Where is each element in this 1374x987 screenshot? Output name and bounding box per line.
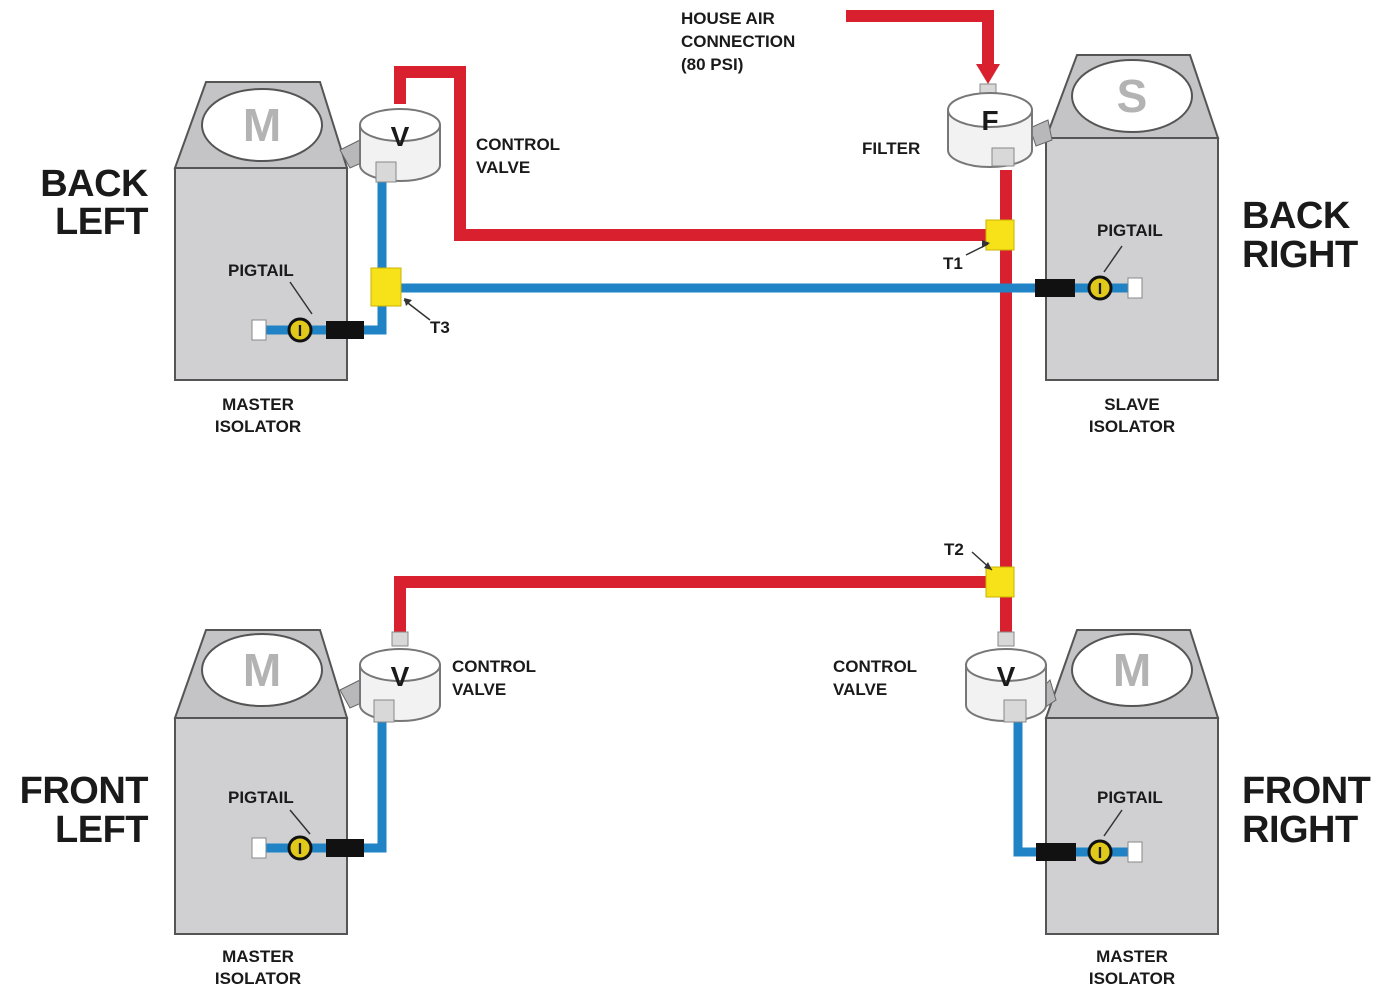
valve-front-right: V (965, 631, 1047, 723)
label-back-left-2: LEFT (55, 201, 148, 243)
isolator-back-right: S (1044, 54, 1220, 381)
label-back-right-2: RIGHT (1242, 234, 1358, 276)
label-pigtail-bl: PIGTAIL (228, 261, 294, 280)
valve-icon: V (391, 121, 410, 152)
label-control-valve-fl-1: CONTROL (452, 657, 536, 676)
tee-t2 (985, 566, 1015, 598)
valve-icon: V (997, 661, 1016, 692)
label-master-fr-2: ISOLATOR (1089, 969, 1175, 987)
svg-text:I: I (1098, 281, 1102, 298)
label-control-valve-fr-2: VALVE (833, 680, 887, 699)
label-control-valve-fl-2: VALVE (452, 680, 506, 699)
label-control-valve-bl-2: VALVE (476, 158, 530, 177)
isolator-letter-m: M (243, 644, 281, 696)
pigtail-icon (287, 835, 313, 861)
label-t3: T3 (430, 318, 450, 337)
label-control-valve-fr-1: CONTROL (833, 657, 917, 676)
label-front-left-1: FRONT (20, 770, 149, 812)
isolator-front-left: M (173, 629, 349, 935)
label-t2: T2 (944, 540, 964, 559)
label-control-valve-bl-1: CONTROL (476, 135, 560, 154)
label-master-bl-1: MASTER (222, 395, 294, 414)
isolator-front-right: M (1044, 629, 1220, 935)
label-back-right-1: BACK (1242, 195, 1351, 237)
valve-back-left: V (359, 108, 441, 183)
svg-text:I: I (1098, 845, 1102, 862)
label-house-air-3: (80 PSI) (681, 55, 743, 74)
leader-pigtail-bl (289, 281, 313, 315)
label-master-bl-2: ISOLATOR (215, 417, 301, 436)
leader-pigtail-fr (1103, 809, 1123, 837)
label-filter: FILTER (862, 139, 920, 158)
label-master-fl-1: MASTER (222, 947, 294, 966)
tee-fittings (370, 219, 1015, 598)
label-pigtail-fr: PIGTAIL (1097, 788, 1163, 807)
leader-pigtail-fl (289, 809, 311, 835)
fittings (251, 277, 1143, 863)
front-left-supply-line (394, 576, 1000, 640)
isolator-letter-m: M (243, 99, 281, 151)
label-front-left-2: LEFT (55, 809, 148, 851)
label-front-right-1: FRONT (1242, 770, 1371, 812)
pigtail-icon (287, 317, 313, 343)
label-house-air-2: CONNECTION (681, 32, 795, 51)
back-left-supply-line (394, 66, 1000, 241)
isolator-letter-m: M (1113, 644, 1151, 696)
tee-t1 (985, 219, 1015, 251)
pigtail-icon (1087, 275, 1113, 301)
label-t1: T1 (943, 254, 963, 273)
valve-front-left: V (359, 631, 441, 723)
label-back-left-1: BACK (40, 163, 149, 205)
svg-text:I: I (298, 323, 302, 340)
filter-icon: F (981, 105, 998, 136)
label-pigtail-fl: PIGTAIL (228, 788, 294, 807)
svg-text:I: I (298, 841, 302, 858)
label-master-fl-2: ISOLATOR (215, 969, 301, 987)
isolator-back-left: M (173, 81, 349, 381)
label-house-air-1: HOUSE AIR (681, 9, 775, 28)
filter-back-right: F (947, 83, 1033, 168)
house-air-arrow (976, 64, 1000, 84)
leader-pigtail-br (1103, 245, 1123, 273)
house-air-line (846, 10, 994, 72)
label-slave-br-2: ISOLATOR (1089, 417, 1175, 436)
label-front-right-2: RIGHT (1242, 809, 1358, 851)
label-master-fr-1: MASTER (1096, 947, 1168, 966)
supply-lines (394, 10, 1012, 640)
isolator-letter-s: S (1117, 70, 1148, 122)
pigtail-icon (1087, 839, 1113, 865)
pigtail-markers: I I I I (287, 275, 1113, 865)
valve-icon: V (391, 661, 410, 692)
label-pigtail-br: PIGTAIL (1097, 221, 1163, 240)
label-slave-br-1: SLAVE (1104, 395, 1159, 414)
tee-t3 (370, 267, 402, 307)
